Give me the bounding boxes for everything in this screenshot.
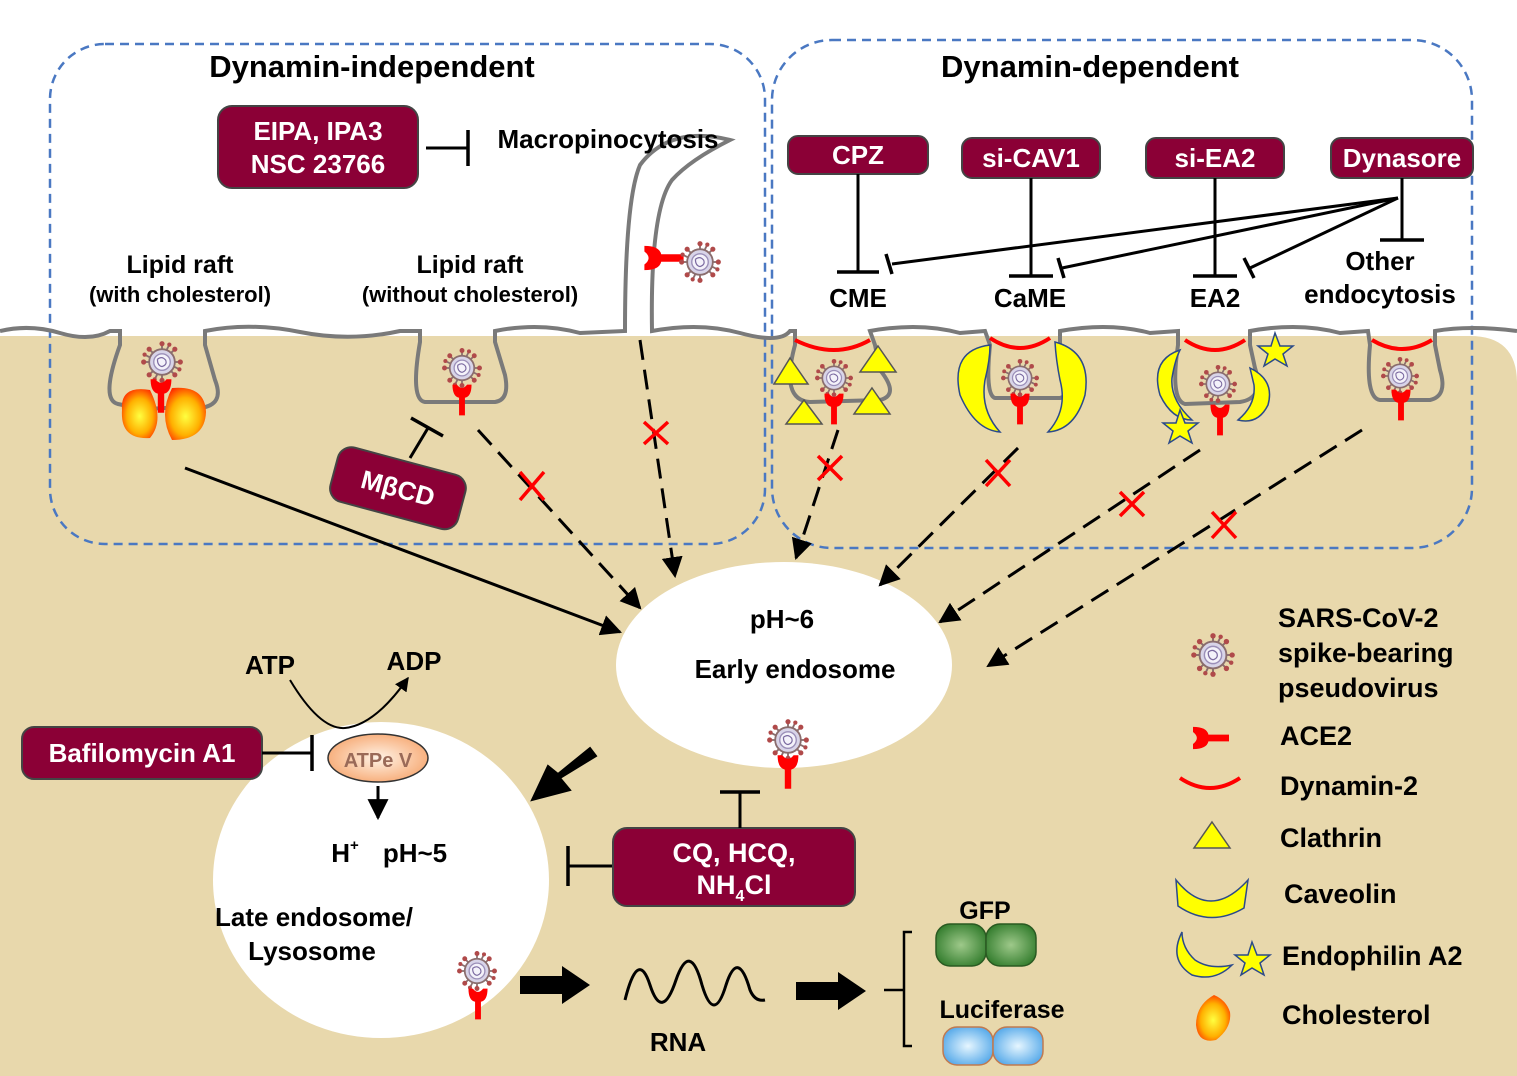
lipid-raft-1-title: Lipid raft xyxy=(127,251,235,279)
v-atpase xyxy=(327,733,429,783)
late-endosome-label-1: Late endosome/ xyxy=(215,902,413,932)
eipa-line-2: NSC 23766 xyxy=(251,149,385,179)
ea2-label: EA2 xyxy=(1190,283,1241,313)
cq-line-2: NH4Cl xyxy=(697,870,772,905)
early-endosome xyxy=(616,562,952,768)
late-endosome-h: H+ xyxy=(331,837,359,868)
dynamin-dependent-title: Dynamin-dependent xyxy=(941,49,1239,84)
other-endocytosis-line-2: endocytosis xyxy=(1304,279,1456,309)
luciferase-protein-1 xyxy=(942,1026,994,1066)
atp-label: ATP xyxy=(245,650,295,680)
legend-dynamin-label: Dynamin-2 xyxy=(1280,771,1418,801)
legend-caveolin-label: Caveolin xyxy=(1284,879,1397,909)
pseudovirus-came xyxy=(1000,358,1040,398)
sicav1-label: si-CAV1 xyxy=(982,143,1080,173)
pseudovirus-raft-1 xyxy=(140,340,184,384)
came-label: CaME xyxy=(994,283,1066,313)
luciferase-label: Luciferase xyxy=(939,996,1064,1024)
dynamin-came xyxy=(988,336,1052,350)
gfp-protein-1 xyxy=(935,923,987,967)
pseudovirus-cme xyxy=(814,358,854,398)
cpz-label: CPZ xyxy=(832,140,884,170)
late-endosome-ph: pH~5 xyxy=(383,838,447,868)
legend-caveolin-icon xyxy=(1175,877,1250,919)
legend-clathrin-label: Clathrin xyxy=(1280,823,1382,853)
legend-cholesterol-label: Cholesterol xyxy=(1282,1000,1431,1030)
siea2-label: si-EA2 xyxy=(1175,143,1256,173)
cholesterol-right xyxy=(165,387,206,440)
lipid-raft-1-sub: (with cholesterol) xyxy=(89,282,271,307)
dynamin-other xyxy=(1370,338,1434,351)
lipid-raft-2-sub: (without cholesterol) xyxy=(362,282,578,307)
mbcd-inhibitor-box xyxy=(329,446,467,531)
pseudovirus-early-endosome xyxy=(766,718,810,762)
mbcd-inhibition-line xyxy=(408,427,430,459)
cholesterol-left xyxy=(121,389,158,439)
cq-inhibitor-box xyxy=(612,827,856,907)
legend-endophilin-crescent xyxy=(1176,931,1235,978)
early-endosome-ph: pH~6 xyxy=(750,604,814,634)
dynamin-cme xyxy=(794,338,871,352)
early-endosome-label: Early endosome xyxy=(695,654,896,684)
late-to-rna-arrow xyxy=(520,966,590,1004)
gfp-label: GFP xyxy=(959,897,1010,925)
output-bracket xyxy=(884,930,912,1048)
pseudovirus-late-endosome xyxy=(456,950,498,992)
endophilin-left xyxy=(1156,348,1194,421)
dynamin-dependent-region xyxy=(770,38,1474,550)
bafilomycin-label: Bafilomycin A1 xyxy=(49,738,236,768)
legend-endophilin-label: Endophilin A2 xyxy=(1282,941,1462,971)
endophilin-star-bottom xyxy=(1160,407,1201,445)
caveolin-right xyxy=(1046,341,1087,433)
gfp-protein-2 xyxy=(985,923,1037,967)
blocked-marks xyxy=(518,420,1238,540)
legend-pseudovirus-line-2: spike-bearing xyxy=(1278,638,1454,668)
legend-endophilin-star xyxy=(1232,939,1273,977)
other-endocytosis-line-1: Other xyxy=(1345,246,1414,276)
endophilin-star-top xyxy=(1255,330,1296,368)
eipa-inhibitor-box xyxy=(217,105,419,189)
dynasore-label: Dynasore xyxy=(1343,143,1462,173)
legend-ace2-label: ACE2 xyxy=(1280,721,1352,751)
v-atpase-label: ATPe V xyxy=(344,750,413,772)
legend-pseudovirus-icon xyxy=(1190,632,1236,678)
clathrin-triangles xyxy=(772,344,898,425)
eipa-line-1: EIPA, IPA3 xyxy=(253,116,382,146)
macropinocytosis-label: Macropinocytosis xyxy=(497,124,718,154)
cq-line-1: CQ, HCQ, xyxy=(672,838,795,868)
late-endosome-label-2: Lysosome xyxy=(248,936,376,966)
pseudovirus-macropino xyxy=(678,240,722,284)
pseudovirus-other xyxy=(1380,356,1420,396)
pseudovirus-raft-2 xyxy=(441,347,483,389)
early-to-late-arrow xyxy=(530,746,598,802)
pseudovirus-ea2 xyxy=(1198,364,1238,404)
ace2-macropino xyxy=(644,245,684,271)
rna-label: RNA xyxy=(650,1027,707,1057)
dynamin-independent-region xyxy=(48,42,767,546)
rna-to-proteins-arrow xyxy=(796,972,866,1010)
cme-label: CME xyxy=(829,283,887,313)
legend-clathrin-icon xyxy=(1192,820,1232,849)
pathway-arrows xyxy=(184,339,1363,668)
endophilin-right xyxy=(1236,366,1271,422)
luciferase-protein-2 xyxy=(992,1026,1044,1066)
legend-pseudovirus-line-3: pseudovirus xyxy=(1278,673,1439,703)
lipid-raft-2-title: Lipid raft xyxy=(417,251,525,279)
legend-pseudovirus-line-1: SARS-CoV-2 xyxy=(1278,603,1439,633)
caveolin-left xyxy=(957,344,1002,433)
dynamin-independent-title: Dynamin-independent xyxy=(209,49,535,84)
adp-label: ADP xyxy=(387,646,442,676)
legend-cholesterol-icon xyxy=(1196,995,1231,1041)
dynamin-ea2 xyxy=(1183,338,1247,352)
rna-strand xyxy=(623,959,766,1007)
mbcd-inhibition-bar xyxy=(410,416,444,438)
dynamin-dependent-inhibition-lines xyxy=(837,174,1424,279)
atp-to-adp-arrow xyxy=(289,676,409,730)
legend-dynamin-icon xyxy=(1178,776,1242,790)
